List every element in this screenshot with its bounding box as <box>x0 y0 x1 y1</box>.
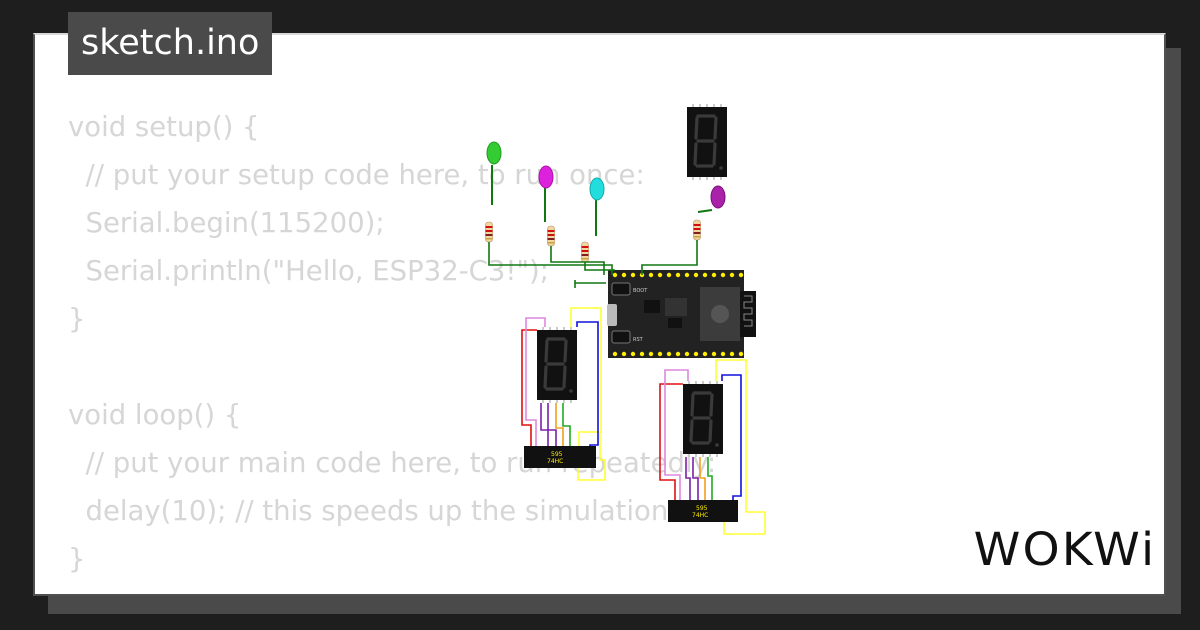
right-wires <box>659 359 766 535</box>
resistor-4 <box>693 219 701 241</box>
code-line: void loop() { <box>68 399 242 431</box>
code-line: } <box>68 303 86 335</box>
seven-segment-display-left <box>535 325 579 405</box>
led-green <box>486 141 502 205</box>
svg-text:74HC: 74HC <box>692 512 708 519</box>
resistor-2 <box>547 225 555 247</box>
svg-text:74HC: 74HC <box>547 458 563 465</box>
code-line: void setup() { <box>68 111 260 143</box>
esp32-c3-board: BOOT RST <box>607 270 756 358</box>
circuit-diagram: BOOT RST <box>485 102 766 535</box>
code-preview: void setup() { // put your setup code he… <box>68 103 716 583</box>
code-line: Serial.println("Hello, ESP32-C3!"); <box>68 255 549 287</box>
shift-register-right: 595 74HC <box>668 500 738 522</box>
wokwi-logo-text: WOKWi <box>973 523 1157 576</box>
led-cyan <box>589 177 605 236</box>
code-line: // put your setup code here, to run once… <box>68 159 645 191</box>
preview-card <box>33 33 1166 596</box>
code-line: } <box>68 543 86 575</box>
left-wires <box>521 307 606 481</box>
led-magenta <box>538 165 554 222</box>
resistor-wires <box>488 240 698 288</box>
resistor-3 <box>581 241 589 263</box>
svg-text:595: 595 <box>551 451 563 458</box>
seven-segment-display-top <box>685 102 729 182</box>
led-purple <box>697 185 726 213</box>
shift-register-left: 595 74HC <box>524 446 596 468</box>
svg-text:595: 595 <box>696 505 708 512</box>
code-line: delay(10); // this speeds up the simulat… <box>68 495 669 527</box>
svg-text:RST: RST <box>633 337 644 343</box>
wokwi-logo[interactable]: WOKWi <box>974 524 1154 576</box>
resistor-1 <box>485 221 493 243</box>
seven-segment-display-right <box>681 379 725 459</box>
svg-text:BOOT: BOOT <box>633 288 648 294</box>
file-tab[interactable]: sketch.ino <box>68 12 273 75</box>
code-line: Serial.begin(115200); <box>68 207 385 239</box>
